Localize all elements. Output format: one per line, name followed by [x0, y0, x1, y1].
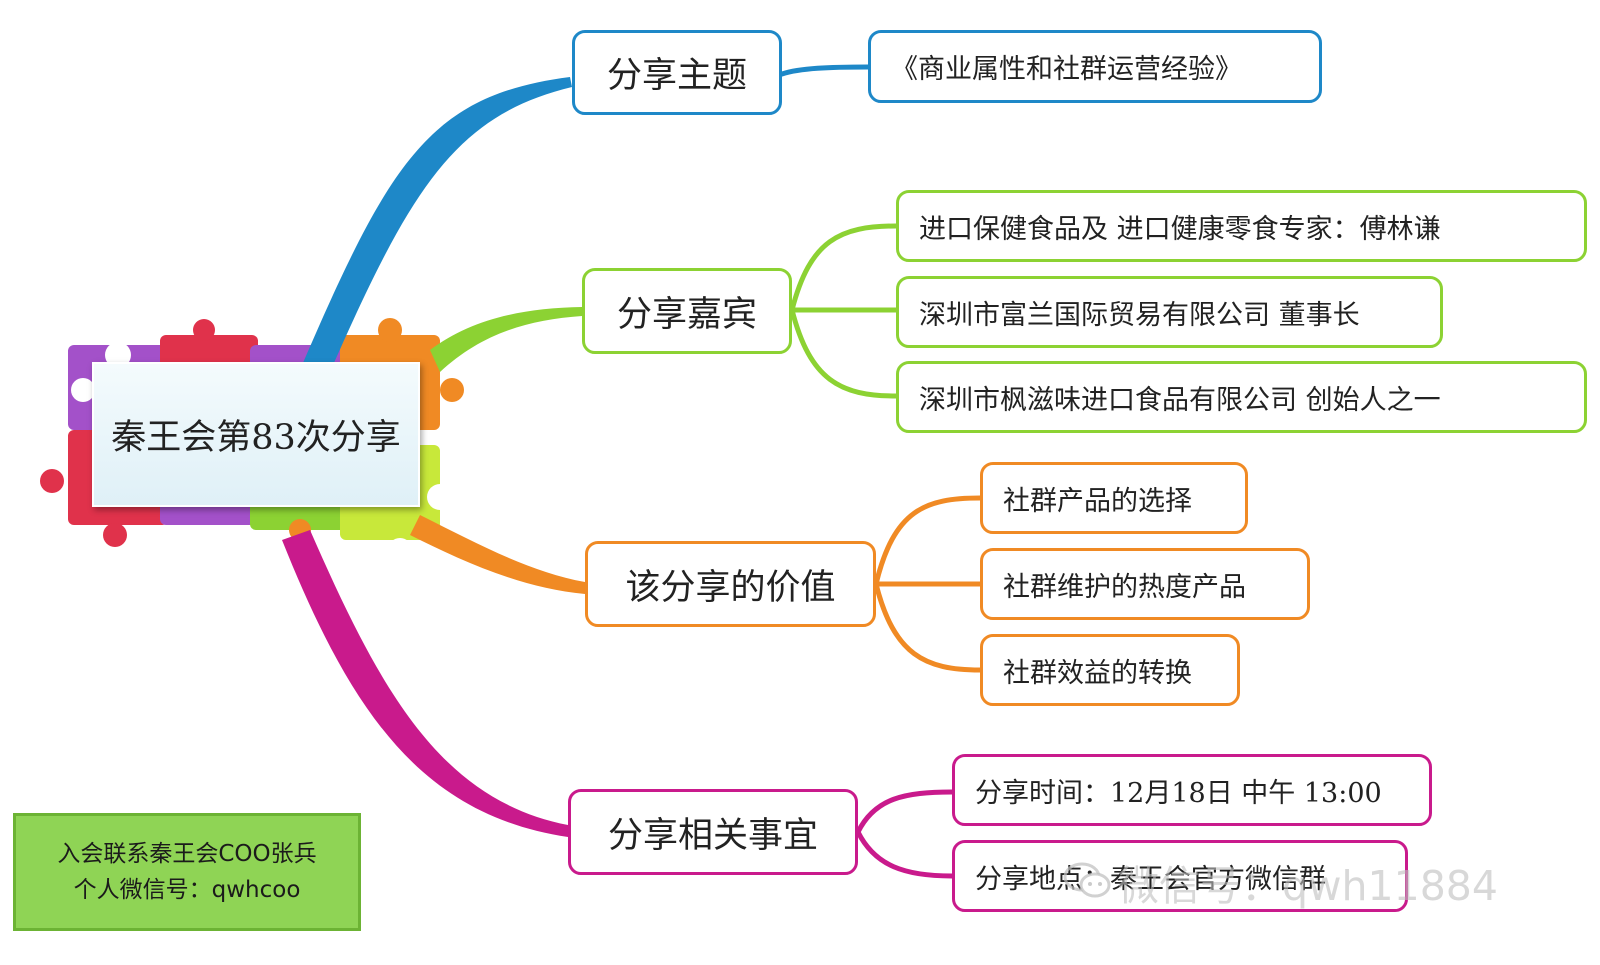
contact-line-coo: 入会联系秦王会COO张兵: [57, 841, 317, 867]
leaf-value-hot-products: 社群维护的热度产品: [980, 548, 1310, 620]
leaf-logistics-time: 分享时间：12月18日 中午 13:00: [952, 754, 1432, 826]
leaf-guest-company-2: 深圳市枫滋味进口食品有限公司 创始人之一: [896, 361, 1587, 433]
leaf-connectors-value: [873, 495, 983, 673]
branch-value-label: 该分享的价值: [625, 567, 836, 608]
leaf-guest-company-2-label: 深圳市枫滋味进口食品有限公司 创始人之一: [919, 384, 1441, 416]
leaf-guest-company-1: 深圳市富兰国际贸易有限公司 董事长: [896, 276, 1443, 348]
leaf-guest-company-1-label: 深圳市富兰国际贸易有限公司 董事长: [919, 299, 1360, 331]
branch-connector-topic: [300, 77, 572, 372]
leaf-logistics-place-label: 分享地点：秦王会官方微信群: [975, 863, 1326, 895]
leaf-value-conversion: 社群效益的转换: [980, 634, 1240, 706]
branch-guest: 分享嘉宾: [582, 268, 792, 354]
leaf-connectors-topic: [779, 64, 871, 77]
leaf-connectors-guest: [789, 223, 899, 399]
leaf-logistics-time-label: 分享时间：12月18日 中午 13:00: [975, 777, 1382, 809]
contact-info-box: 入会联系秦王会COO张兵 个人微信号：qwhcoo: [13, 813, 361, 931]
leaf-value-conversion-label: 社群效益的转换: [1003, 657, 1192, 689]
leaf-value-product-choice: 社群产品的选择: [980, 462, 1248, 534]
branch-connector-value: [410, 515, 585, 594]
contact-line-wechat: 个人微信号：qwhcoo: [73, 877, 301, 903]
branch-value: 该分享的价值: [585, 541, 876, 627]
wechat-logo-icon: [1063, 862, 1111, 898]
leaf-value-product-choice-label: 社群产品的选择: [1003, 485, 1192, 517]
central-topic-label: 秦王会第83次分享: [111, 418, 401, 458]
leaf-value-hot-products-label: 社群维护的热度产品: [1003, 571, 1246, 603]
central-topic: 秦王会第83次分享: [92, 362, 420, 507]
branch-logistics-label: 分享相关事宜: [607, 815, 818, 856]
branch-logistics: 分享相关事宜: [568, 789, 858, 875]
branch-topic-label: 分享主题: [606, 56, 747, 96]
leaf-guest-expert-label: 进口保健食品及 进口健康零食专家：傅林谦: [919, 213, 1441, 245]
watermark-label: 微信号：qwh11884: [1118, 862, 1498, 910]
branch-connector-logistics: [282, 530, 568, 837]
leaf-connectors-logistics: [855, 789, 955, 879]
branch-guest-label: 分享嘉宾: [616, 294, 757, 335]
leaf-guest-expert: 进口保健食品及 进口健康零食专家：傅林谦: [896, 190, 1587, 262]
branch-connector-guest: [430, 307, 582, 372]
leaf-logistics-place: 分享地点：秦王会官方微信群: [952, 840, 1408, 912]
watermark-text: 微信号：qwh11884: [1118, 852, 1498, 912]
branch-topic: 分享主题: [572, 30, 782, 115]
leaf-topic-title: 《商业属性和社群运营经验》: [868, 30, 1322, 103]
leaf-topic-title-label: 《商业属性和社群运营经验》: [891, 54, 1242, 85]
